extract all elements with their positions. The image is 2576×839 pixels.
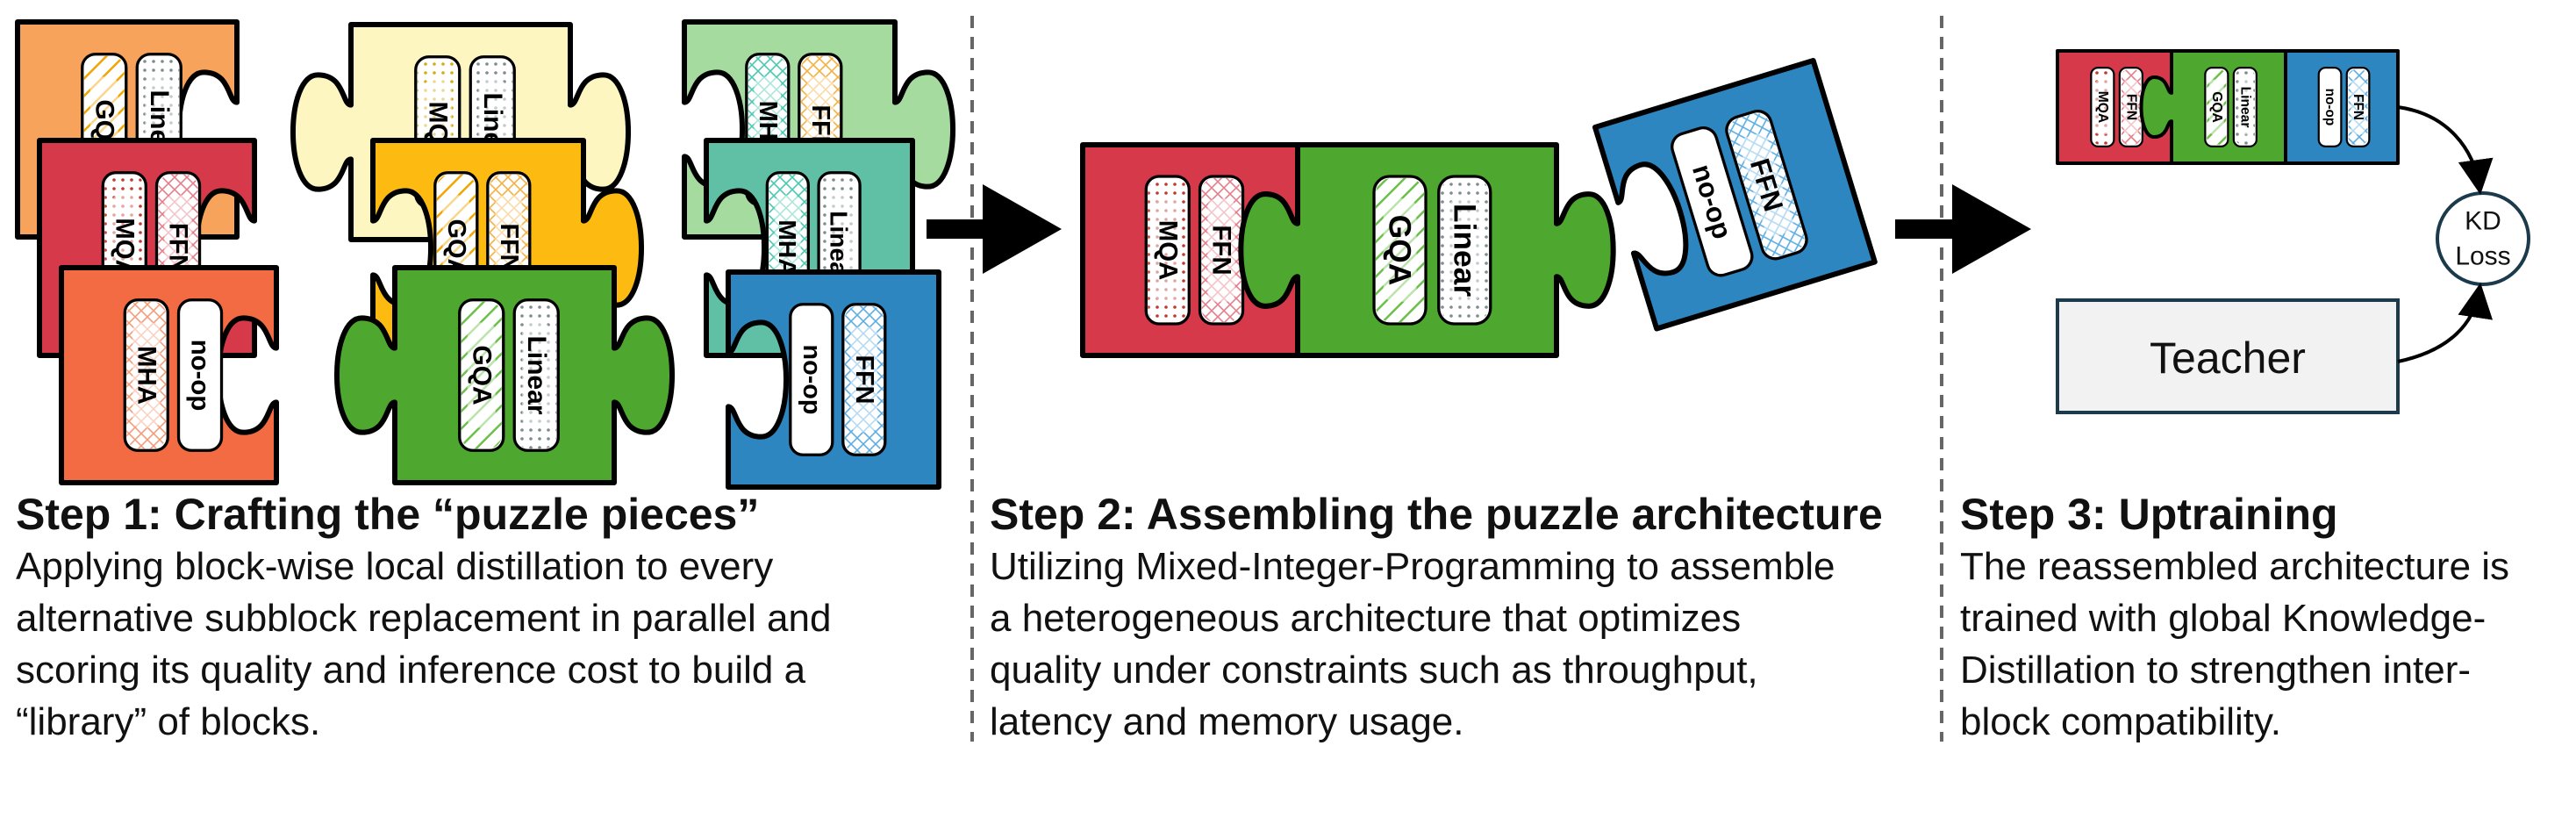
step1-piece-7-mha-pill: MHA xyxy=(123,298,169,452)
step1-piece-9-no-op-label: no-op xyxy=(798,345,826,415)
step2-piece-1-ffn-label: FFN xyxy=(1207,225,1236,275)
step1-piece-8: GQA Linear xyxy=(334,265,675,485)
step1-piece-4-ffn-label: FFN xyxy=(164,223,193,273)
step3-uptraining: MQA FFN GQA Linear no-op FFN Teacher KD Loss xyxy=(2056,49,2530,414)
step2-piece-1-ffn-pill: FFN xyxy=(1198,175,1245,326)
step1-piece-8-gqa-label: GQA xyxy=(467,345,496,405)
step1-piece-8-linear-label: Linear xyxy=(522,335,551,414)
step1-piece-8-linear-pill: Linear xyxy=(512,298,560,452)
student-to-loss-arrow xyxy=(2397,105,2494,195)
step2-piece-3-ffn-pill: FFN xyxy=(1725,110,1808,261)
step1-piece-9-ffn-pill: FFN xyxy=(841,303,887,456)
step3-student-piece-2-linear-pill: Linear xyxy=(2232,67,2258,147)
step3-student-piece-1-ffn-label: FFN xyxy=(2123,94,2138,120)
step3-title: Step 3: Uptraining xyxy=(1960,490,2338,539)
step1-piece-8-gqa-pill: GQA xyxy=(458,298,505,452)
step1-piece-9-ffn-label: FFN xyxy=(850,355,878,405)
step2-description: Step 2: Assembling the puzzle architectu… xyxy=(990,488,1883,748)
step2-line-1: Utilizing Mixed-Integer-Programming to a… xyxy=(990,545,1835,588)
step1-piece-6-mha-label: MHA xyxy=(774,219,802,276)
step1-line-4: “library” of blocks. xyxy=(16,700,321,743)
step3-line-2: trained with global Knowledge- xyxy=(1960,597,2487,640)
step3-line-1: The reassembled architecture is xyxy=(1960,545,2510,588)
step1-title: Step 1: Crafting the “puzzle pieces” xyxy=(16,490,760,539)
step3-student-piece-3-no-op-label: no-op xyxy=(2322,89,2337,126)
step2-piece-2-gqa-label: GQA xyxy=(1383,215,1418,286)
step1-piece-5-ffn-label: FFN xyxy=(495,224,523,273)
teacher-to-loss-arrow xyxy=(2397,283,2494,363)
step3-student-piece-2: GQA Linear xyxy=(2139,49,2287,165)
step2-line-3: quality under constraints such as throug… xyxy=(990,649,1758,692)
step3-student-piece-3-ffn-pill: FFN xyxy=(2345,67,2371,147)
step3-student-piece-2-gqa-pill: GQA xyxy=(2204,67,2229,147)
step2-piece-1-mqa-pill: MQA xyxy=(1144,175,1191,326)
step3-student-piece-3: no-op FFN xyxy=(2284,49,2400,165)
step3-student-piece-2-gqa-label: GQA xyxy=(2209,91,2224,123)
step3-student-piece-2-linear-label: Linear xyxy=(2237,87,2252,128)
step3-student-piece-3-ffn-label: FFN xyxy=(2351,94,2365,120)
step1-piece-7-no-op-label: no-op xyxy=(186,340,215,412)
step1-piece-7-mha-label: MHA xyxy=(132,346,161,405)
step2-piece-2: GQA Linear xyxy=(1238,142,1616,358)
step2-line-4: latency and memory usage. xyxy=(990,700,1464,743)
teacher-label: Teacher xyxy=(2150,333,2306,383)
step2-piece-2-gqa-pill: GQA xyxy=(1372,175,1428,326)
step3-student-piece-1-mqa-pill: MQA xyxy=(2090,67,2115,147)
step3-line-3: Distillation to strengthen inter- xyxy=(1960,649,2472,692)
kd-loss-label-line2: Loss xyxy=(2455,242,2510,271)
step2-piece-1: MQA FFN xyxy=(1080,142,1300,358)
step1-piece-7-no-op-pill: no-op xyxy=(176,298,224,452)
step1-line-3: scoring its quality and inference cost t… xyxy=(16,649,806,692)
step2-piece-1-mqa-label: MQA xyxy=(1153,220,1182,281)
kd-loss-node: KD Loss xyxy=(2436,191,2530,286)
step1-line-2: alternative subblock replacement in para… xyxy=(16,597,832,640)
step1-line-1: Applying block-wise local distillation t… xyxy=(16,545,774,588)
step3-student-piece-1-mqa-label: MQA xyxy=(2095,91,2110,123)
step3-student-piece-1-ffn-pill: FFN xyxy=(2118,67,2143,147)
step1-piece-9-no-op-pill: no-op xyxy=(789,303,834,456)
teacher-box: Teacher xyxy=(2056,298,2400,414)
step3-student-piece-3-no-op-pill: no-op xyxy=(2317,67,2343,147)
kd-loss-label-line1: KD xyxy=(2465,207,2501,236)
step1-piece-7: MHA no-op xyxy=(59,265,279,485)
arrow-step2-to-step3 xyxy=(1895,184,2031,274)
step3-description: Step 3: Uptraining The reassembled archi… xyxy=(1960,488,2509,748)
step2-line-2: a heterogeneous architecture that optimi… xyxy=(990,597,1742,640)
step1-piece-9: no-op FFN xyxy=(726,269,941,490)
step3-line-4: block compatibility. xyxy=(1960,700,2281,743)
step2-piece-2-linear-label: Linear xyxy=(1447,204,1482,297)
step2-piece-2-linear-pill: Linear xyxy=(1437,175,1492,326)
step2-title: Step 2: Assembling the puzzle architectu… xyxy=(990,490,1883,539)
step1-description: Step 1: Crafting the “puzzle pieces” App… xyxy=(16,488,831,748)
arrow-step1-to-step2 xyxy=(927,184,1062,274)
